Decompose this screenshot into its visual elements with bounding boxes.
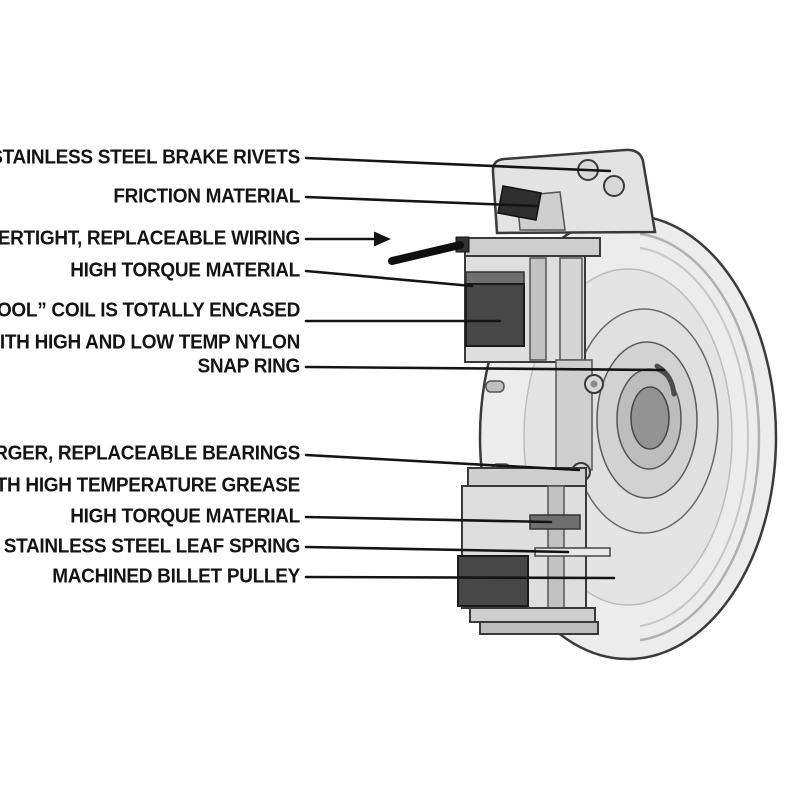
label-bearings-line2: WITH HIGH TEMPERATURE GREASE xyxy=(0,474,300,497)
label-run-cool-line1: “RUN COOL” COIL IS TOTALLY ENCASED xyxy=(0,299,300,322)
coil-lower xyxy=(457,555,529,607)
leader-snap-ring xyxy=(304,365,666,372)
label-friction-material: FRICTION MATERIAL xyxy=(113,185,300,208)
leader-billet-pulley xyxy=(304,575,616,580)
pin xyxy=(485,380,505,393)
label-wiring: WATERTIGHT, REPLACEABLE WIRING xyxy=(0,227,300,250)
label-brake-rivets: STAINLESS STEEL BRAKE RIVETS xyxy=(0,146,300,169)
leader-high-torque-upper xyxy=(304,269,474,288)
wiring-arrowhead xyxy=(374,231,391,247)
leader-lines xyxy=(304,156,666,580)
brake-rivet xyxy=(603,175,625,197)
label-snap-ring: SNAP RING xyxy=(197,355,300,378)
high-torque-strip-upper xyxy=(465,271,525,285)
lower-section xyxy=(457,467,611,635)
clutch-diagram xyxy=(388,148,778,661)
leader-friction-material xyxy=(304,195,540,208)
label-leaf-spring: STAINLESS STEEL LEAF SPRING xyxy=(3,535,301,558)
middle-section xyxy=(485,359,604,482)
label-run-cool-line2: WITH HIGH AND LOW TEMP NYLON xyxy=(0,331,300,354)
upper-section xyxy=(464,237,601,363)
leader-leaf-spring xyxy=(304,545,570,554)
wiring-cable xyxy=(388,236,470,265)
label-billet-pulley: MACHINED BILLET PULLEY xyxy=(52,565,300,588)
leader-brake-rivets xyxy=(304,156,612,173)
label-high-torque-lower: HIGH TORQUE MATERIAL xyxy=(70,505,300,528)
leader-high-torque-lower xyxy=(304,515,553,524)
snap-ring xyxy=(654,363,677,397)
friction-material-pad xyxy=(497,185,542,221)
hub-bore xyxy=(569,308,719,534)
label-bearings-line1: LARGER, REPLACEABLE BEARINGS xyxy=(0,442,300,465)
leader-bearings xyxy=(304,453,581,472)
label-high-torque-upper: HIGH TORQUE MATERIAL xyxy=(70,259,300,282)
coil-upper xyxy=(465,283,525,347)
brake-bracket xyxy=(491,148,657,235)
